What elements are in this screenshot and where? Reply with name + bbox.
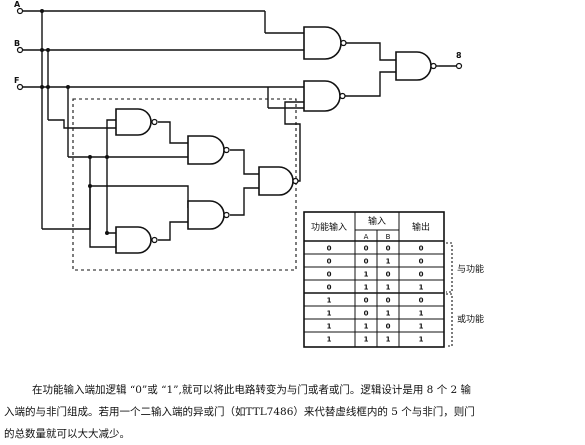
- table-cell: 1: [419, 284, 424, 292]
- table-cell: 1: [386, 284, 391, 292]
- nand-gate-2: [303, 80, 346, 112]
- table-cell: 0: [419, 271, 424, 279]
- table-cell: 1: [386, 258, 391, 266]
- junction-dots: [40, 9, 109, 235]
- table-header-b: B: [386, 233, 391, 241]
- output-terminal: 8: [439, 51, 463, 70]
- table-cell: 0: [419, 245, 424, 253]
- group-label-and: 与功能: [457, 263, 484, 275]
- nand-gate-right: [258, 166, 299, 196]
- table-cell: 0: [364, 258, 369, 266]
- logic-circuit-diagram: A B F 8: [14, 0, 484, 348]
- table-cell: 0: [419, 258, 424, 266]
- caption-line-2: 入端的与非门组成。若用一个二输入端的异或门（如TTL7486）来代替虚线框内的 …: [4, 406, 475, 418]
- signal-label-f: F: [14, 76, 19, 85]
- table-cell: 0: [327, 258, 332, 266]
- table-cell: 0: [364, 297, 369, 305]
- input-terminal-a: A: [14, 0, 24, 15]
- table-cell: 1: [386, 310, 391, 318]
- input-terminal-f: F: [14, 76, 24, 91]
- signal-label-output: 8: [456, 51, 462, 60]
- table-cell: 1: [364, 336, 369, 344]
- table-header-input: 输入: [368, 215, 386, 227]
- table-cell: 0: [386, 245, 391, 253]
- table-cell: 0: [327, 284, 332, 292]
- caption-paragraph: 在功能输入端加逻辑 “0”或 “1”,就可以将此电路转变为与门或者或门。逻辑设计…: [4, 379, 578, 445]
- nand-gate-upper-left: [115, 108, 158, 136]
- table-cell: 0: [386, 271, 391, 279]
- table-header-function-input: 功能输入: [311, 221, 347, 233]
- table-cell: 0: [386, 297, 391, 305]
- table-header-a: A: [364, 233, 369, 241]
- table-cell: 1: [419, 310, 424, 318]
- group-bracket-and: 与功能: [446, 242, 484, 293]
- truth-table: 功能输入 输入 A B 输出 0 0 0 0 0 0 1 0 0 1 0 0 0 1 1 1 1 0 0 0 1 0 1 1 1…: [303, 211, 445, 348]
- table-cell: 1: [327, 323, 332, 331]
- table-cell: 1: [419, 323, 424, 331]
- table-cell: 0: [327, 271, 332, 279]
- table-cell: 1: [386, 336, 391, 344]
- table-cell: 0: [364, 310, 369, 318]
- table-cell: 0: [327, 245, 332, 253]
- table-cell: 1: [327, 297, 332, 305]
- group-label-or: 或功能: [457, 313, 484, 325]
- table-cell: 1: [327, 310, 332, 318]
- table-cell: 0: [419, 297, 424, 305]
- nand-gate-1: [303, 26, 347, 60]
- signal-label-b: B: [14, 39, 20, 48]
- caption-line-3: 的总数量就可以大大减少。: [4, 428, 130, 440]
- table-cell: 1: [364, 271, 369, 279]
- group-bracket-or: 或功能: [446, 293, 484, 347]
- nand-gate-middle-lower: [187, 200, 230, 230]
- dashed-subcircuit-box: [72, 98, 297, 271]
- table-cell: 1: [364, 323, 369, 331]
- table-body: 0 0 0 0 0 0 1 0 0 1 0 0 0 1 1 1 1 0 0 0 1 0 1 1 1 1 0 1 1 1 1 1: [327, 245, 424, 344]
- table-header-output: 输出: [412, 221, 430, 233]
- table-cell: 1: [364, 284, 369, 292]
- caption-line-1: 在功能输入端加逻辑 “0”或 “1”,就可以将此电路转变为与门或者或门。逻辑设计…: [32, 384, 472, 396]
- table-cell: 0: [364, 245, 369, 253]
- table-cell: 1: [419, 336, 424, 344]
- signal-label-a: A: [14, 0, 21, 9]
- nand-gate-middle-upper: [187, 135, 230, 165]
- nand-gate-final: [395, 51, 437, 81]
- table-cell: 0: [386, 323, 391, 331]
- table-cell: 1: [327, 336, 332, 344]
- nand-gate-lower-left: [115, 226, 158, 254]
- input-terminal-b: B: [14, 39, 24, 54]
